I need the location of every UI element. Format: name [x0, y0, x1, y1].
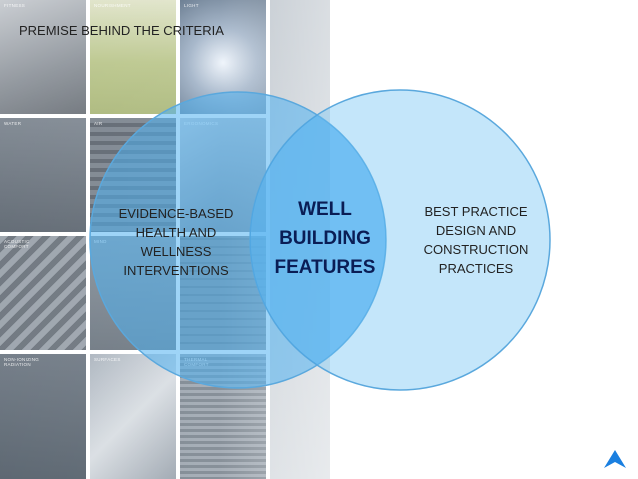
venn-left-label: EVIDENCE-BASED HEALTH AND WELLNESS INTER…	[118, 206, 234, 278]
chevron-up-logo-icon	[604, 450, 626, 468]
venn-right-label: BEST PRACTICE DESIGN AND CONSTRUCTION PR…	[423, 204, 529, 276]
page-title: PREMISE BEHIND THE CRITERIA	[19, 23, 224, 38]
venn-circle-left	[89, 91, 387, 389]
venn-intersection	[250, 92, 386, 388]
venn-circle-right	[249, 89, 551, 391]
venn-center-label: WELL BUILDING FEATURES	[274, 199, 376, 278]
